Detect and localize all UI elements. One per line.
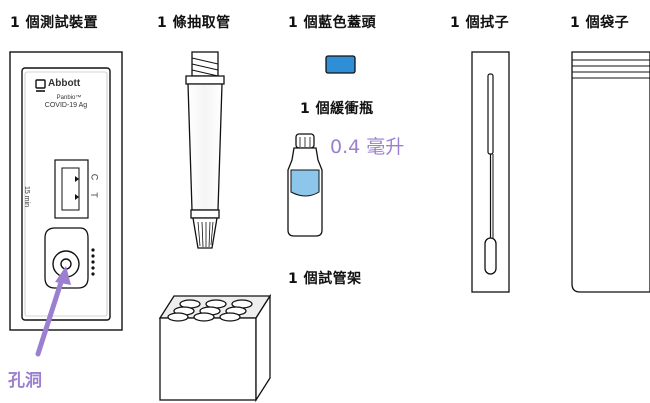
device-brand: Abbott [48, 78, 81, 89]
device-product-line2: COVID-19 Ag [44, 102, 88, 109]
label-bag: 1 個袋子 [570, 15, 630, 31]
sample-well [44, 227, 89, 289]
hole-arrow [35, 266, 71, 357]
hole-annotation: 孔洞 [8, 371, 42, 391]
tube-rack [158, 293, 272, 403]
label-test-device: 1 個測試裝置 [10, 15, 99, 31]
device-product-line1: Panbio™ [56, 95, 82, 101]
abbott-logo-icon [35, 79, 46, 92]
blue-cap [325, 55, 356, 74]
drop-icon [91, 248, 95, 276]
device-c-mark: C [89, 173, 100, 181]
extraction-tube [185, 51, 225, 249]
volume-annotation: 0.4 毫升 [330, 136, 405, 158]
device-t-mark: T [88, 192, 99, 198]
label-tube-rack: 1 個試管架 [288, 271, 362, 287]
buffer-bottle [287, 133, 323, 237]
label-buffer-bottle: 1 個緩衝瓶 [300, 101, 374, 117]
label-extraction-tube: 1 條抽取管 [157, 15, 231, 31]
bag [571, 51, 650, 293]
label-blue-cap: 1 個藍色蓋頭 [288, 15, 377, 31]
device-time: 15 min [23, 186, 30, 208]
label-swab: 1 個拭子 [450, 15, 510, 31]
swab [471, 51, 510, 293]
